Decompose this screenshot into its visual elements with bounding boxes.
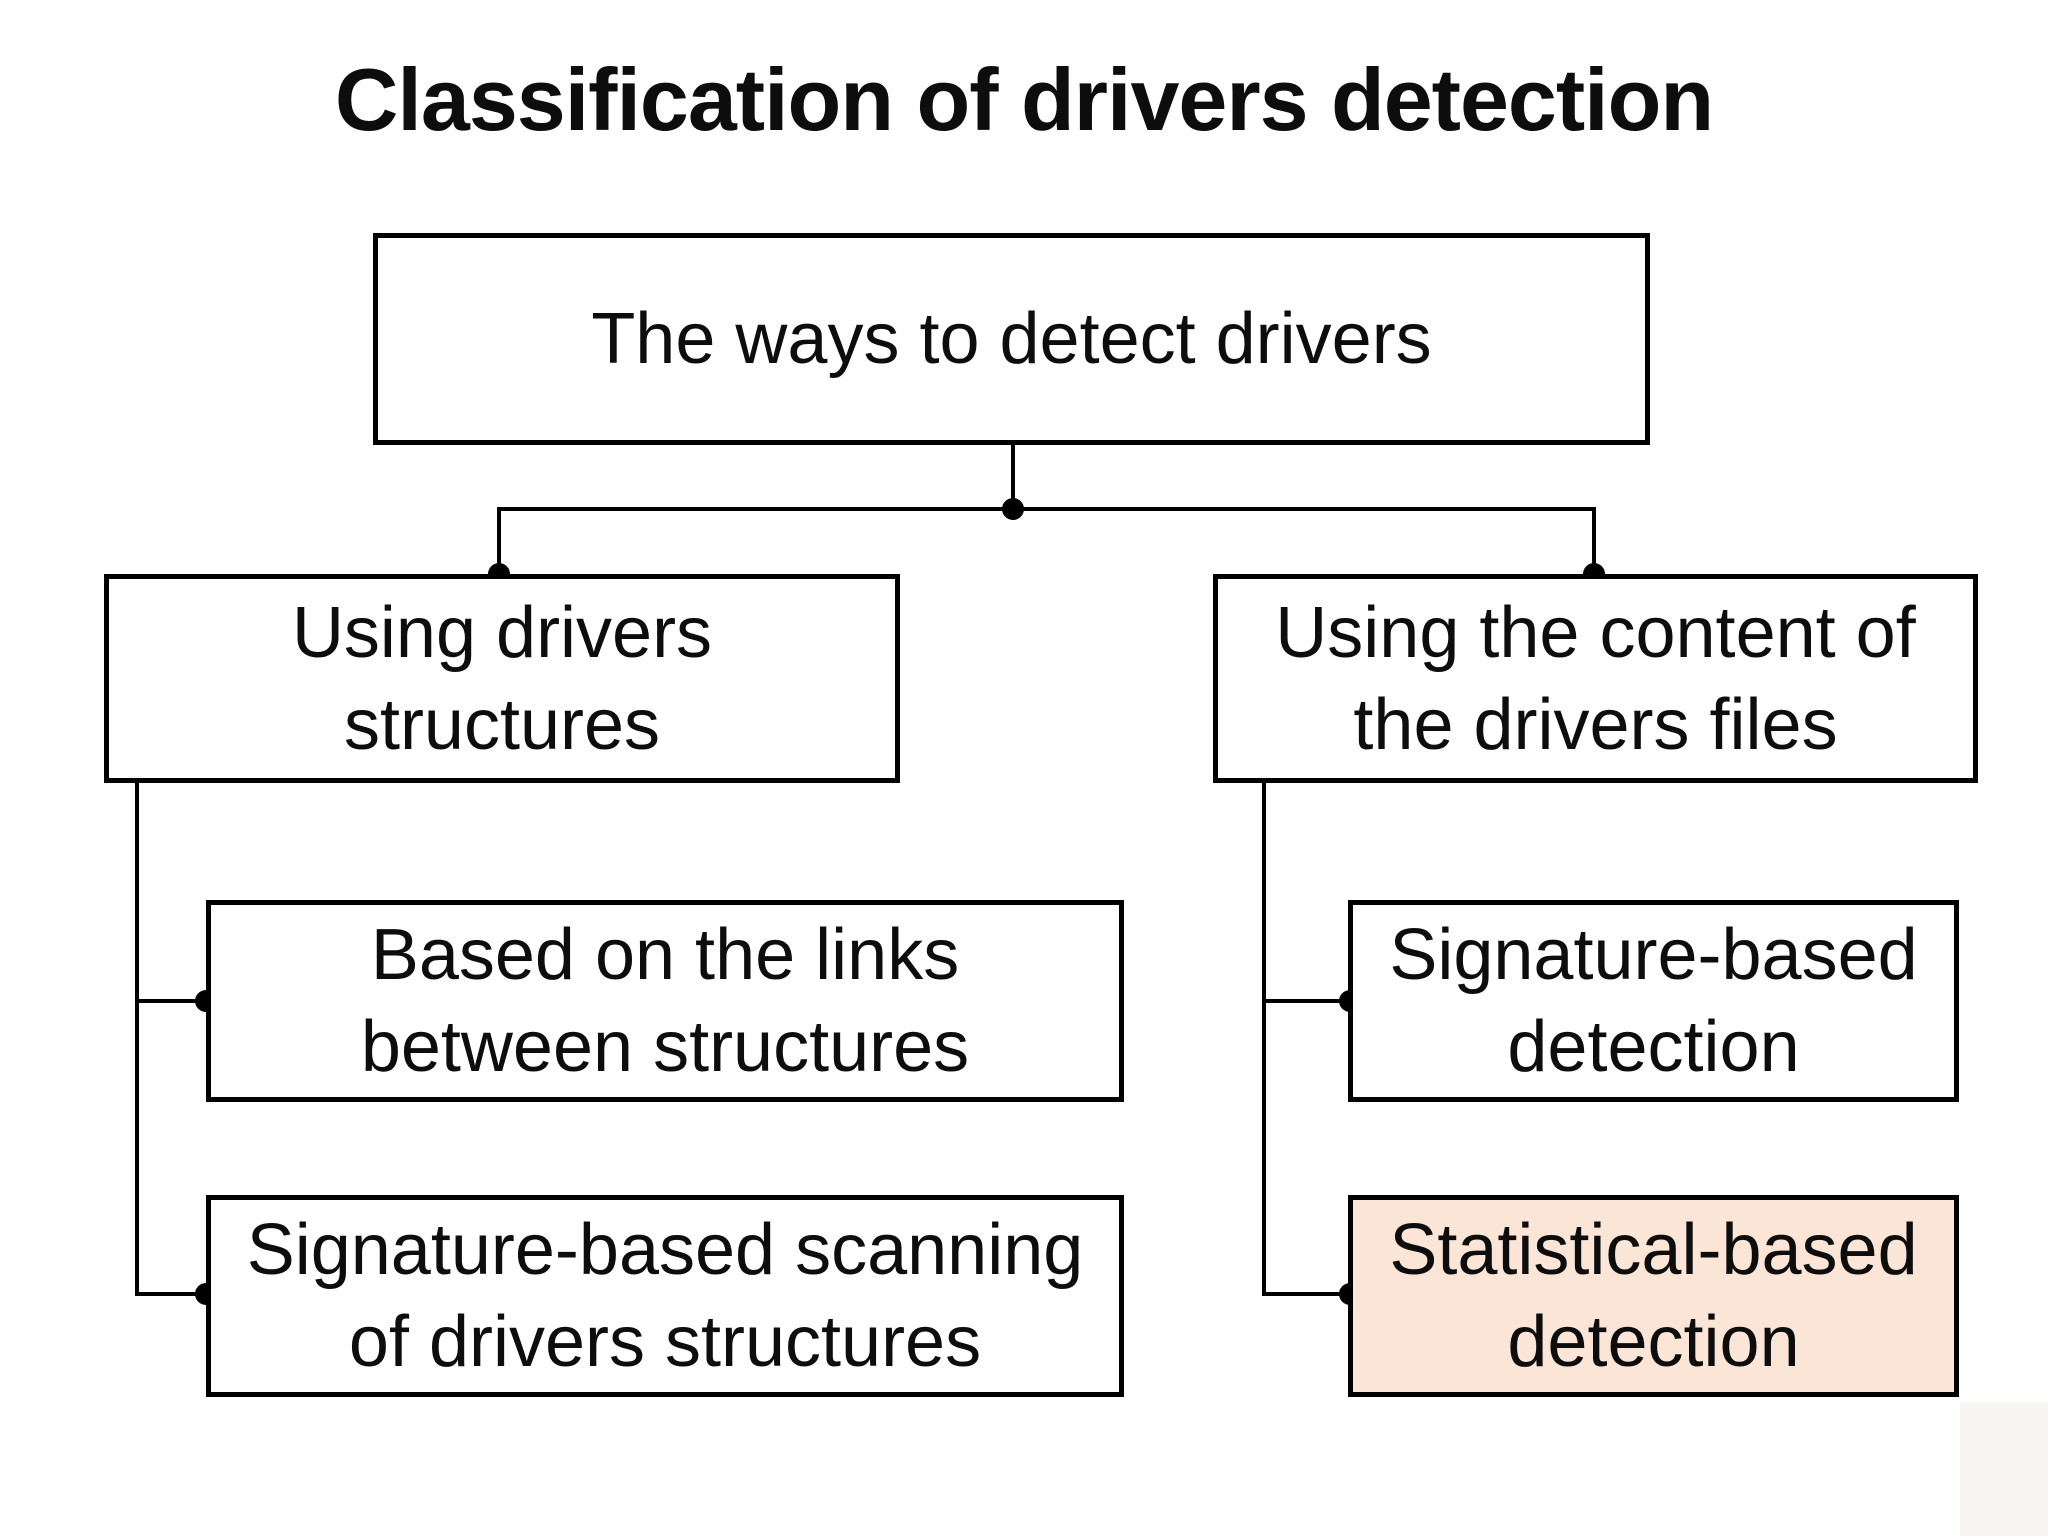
node-label-line: Based on the links [370, 915, 960, 995]
node-label-line: between structures [360, 1007, 970, 1087]
connector-left-trunk [135, 781, 139, 1296]
connector-left-elbow [497, 507, 501, 577]
node-label-line: Signature-based scanning [246, 1210, 1084, 1290]
connector-right-stub-2 [1262, 1292, 1352, 1296]
connector-right-stub-1 [1262, 999, 1352, 1003]
node-label-line: of drivers structures [348, 1302, 982, 1382]
connector-left-stub-2 [135, 1292, 210, 1296]
node-label-line: Signature-based [1389, 915, 1918, 995]
node-label-line: structures [343, 684, 661, 765]
node-label-line: the drivers files [1353, 684, 1838, 765]
node-signature-based-scanning: Signature-based scanning of drivers stru… [206, 1195, 1124, 1397]
node-label-line: detection [1507, 1007, 1800, 1087]
node-using-content-of-drivers-files: Using the content of the drivers files [1213, 574, 1978, 783]
node-label-line: Statistical-based [1389, 1210, 1918, 1290]
node-label-line: The ways to detect drivers [591, 299, 1432, 379]
node-label-line: Using the content of [1275, 592, 1916, 673]
node-label-line: detection [1507, 1302, 1800, 1382]
junction-dot-root [1002, 498, 1024, 520]
node-statistical-based-detection: Statistical-based detection [1348, 1195, 1959, 1397]
page-title: Classification of drivers detection [334, 50, 1714, 149]
connector-left-stub-1 [135, 999, 210, 1003]
connector-main-horizontal [497, 507, 1596, 511]
node-signature-based-detection: Signature-based detection [1348, 900, 1959, 1102]
connector-root-vertical [1011, 445, 1015, 511]
node-based-on-links-between-structures: Based on the links between structures [206, 900, 1124, 1102]
node-ways-to-detect-drivers: The ways to detect drivers [373, 233, 1650, 445]
connector-right-elbow [1592, 507, 1596, 577]
node-label-line: Using drivers [291, 592, 713, 673]
node-using-drivers-structures: Using drivers structures [104, 574, 900, 783]
connector-right-trunk [1262, 781, 1266, 1296]
page-edge-artifact [1960, 1402, 2048, 1536]
